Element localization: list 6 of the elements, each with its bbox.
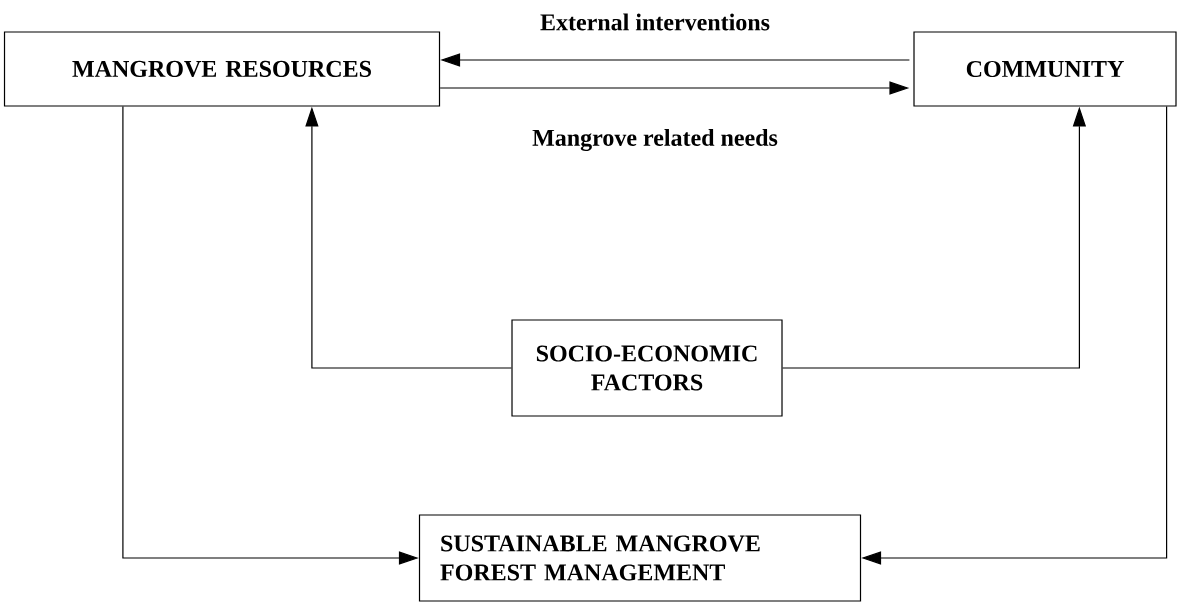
edge-label: Mangrove related needs <box>532 129 778 151</box>
edge-label: External interventions <box>540 13 770 31</box>
text-box: SUSTAINABLE MANGROVE FOREST MANAGEMENT <box>418 514 862 602</box>
text-box: SOCIO-ECONOMIC FACTORS <box>511 319 783 417</box>
text-box: MANGROVE RESOURCES <box>3 31 441 107</box>
text-box: COMMUNITY <box>913 31 1177 107</box>
